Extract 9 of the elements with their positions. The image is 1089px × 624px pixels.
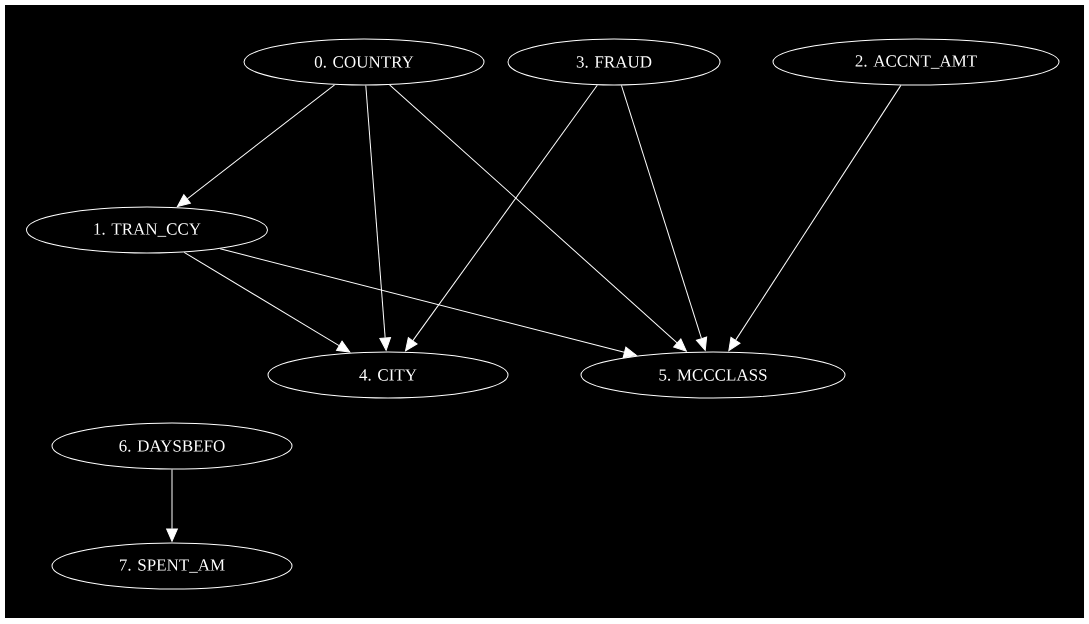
arrow bbox=[176, 84, 336, 207]
arrow bbox=[389, 84, 687, 352]
arrow bbox=[365, 85, 392, 351]
arrow bbox=[620, 84, 708, 351]
arrow bbox=[183, 251, 351, 353]
arrow bbox=[166, 469, 178, 542]
arrow bbox=[219, 248, 637, 359]
arrow bbox=[405, 84, 598, 352]
arrow bbox=[728, 84, 902, 352]
